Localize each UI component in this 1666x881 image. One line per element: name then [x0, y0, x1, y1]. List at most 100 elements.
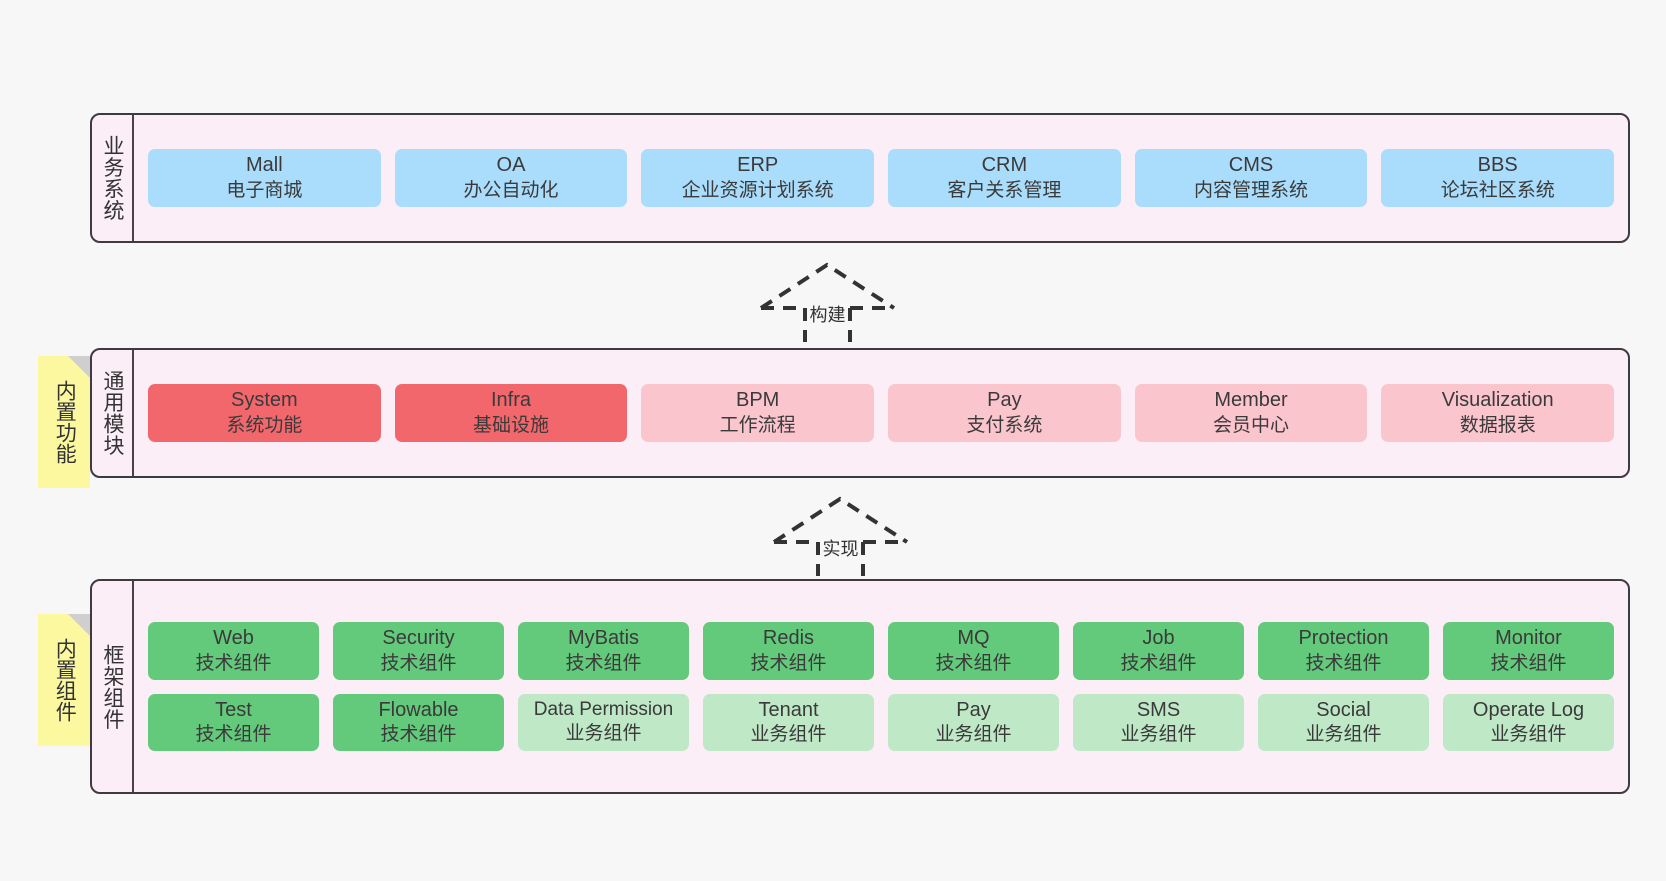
note-label: 内置功能	[53, 380, 77, 464]
module-card-security[interactable]: Security 技术组件	[333, 622, 504, 680]
card-subtitle: 系统功能	[226, 414, 303, 436]
module-card-pay-business[interactable]: Pay 业务组件	[888, 693, 1059, 751]
module-card-bbs[interactable]: BBS 论坛社区系统	[1381, 149, 1615, 207]
card-subtitle: 技术组件	[935, 652, 1012, 674]
card-title: Pay	[956, 698, 991, 721]
card-subtitle: 技术组件	[1120, 652, 1197, 674]
card-title: Data Permission	[533, 699, 674, 721]
module-card-visualization[interactable]: Visualization 数据报表	[1381, 384, 1615, 442]
layer-label-common-modules: 通用模块	[92, 350, 134, 476]
layer-framework-components: 框架组件 Web 技术组件 Security 技术组件 MyBatis 技术组件…	[90, 579, 1630, 794]
card-title: CMS	[1228, 154, 1274, 177]
connector-build: 构建	[755, 259, 900, 344]
card-title: MyBatis	[567, 627, 640, 650]
card-subtitle: 业务组件	[565, 723, 642, 745]
card-title: CRM	[981, 154, 1028, 177]
card-row: Test 技术组件 Flowable 技术组件 Data Permission …	[148, 693, 1614, 751]
card-subtitle: 内容管理系统	[1194, 179, 1309, 201]
connector-implement: 实现	[768, 493, 913, 578]
card-title: System	[230, 389, 298, 412]
module-card-social[interactable]: Social 业务组件	[1258, 693, 1429, 751]
card-row: Web 技术组件 Security 技术组件 MyBatis 技术组件 Redi…	[148, 622, 1614, 680]
note-builtin-components: 内置组件	[38, 614, 90, 746]
card-subtitle: 技术组件	[195, 652, 272, 674]
card-subtitle: 基础设施	[473, 414, 550, 436]
card-title: Member	[1214, 389, 1288, 412]
card-subtitle: 技术组件	[1490, 652, 1567, 674]
module-card-cms[interactable]: CMS 内容管理系统	[1134, 149, 1368, 207]
card-title: Web	[213, 627, 254, 650]
module-card-member[interactable]: Member 会员中心	[1134, 384, 1368, 442]
card-subtitle: 会员中心	[1213, 414, 1290, 436]
card-title: Job	[1142, 627, 1175, 650]
module-card-test[interactable]: Test 技术组件	[148, 693, 319, 751]
layer-business-systems: 业务系统 Mall 电子商城 OA 办公自动化 ERP 企业资源计划系统 CRM…	[90, 113, 1630, 243]
note-fold-corner-icon	[68, 614, 90, 636]
card-title: Security	[382, 627, 455, 650]
module-card-infra[interactable]: Infra 基础设施	[394, 384, 628, 442]
card-title: Flowable	[378, 698, 459, 721]
card-subtitle: 技术组件	[195, 723, 272, 745]
connector-build-label: 构建	[809, 305, 846, 325]
module-card-redis[interactable]: Redis 技术组件	[703, 622, 874, 680]
module-card-monitor[interactable]: Monitor 技术组件	[1443, 622, 1614, 680]
card-title: BPM	[736, 389, 780, 412]
card-row: Mall 电子商城 OA 办公自动化 ERP 企业资源计划系统 CRM 客户关系…	[148, 149, 1615, 207]
card-title: SMS	[1136, 698, 1181, 721]
module-card-job[interactable]: Job 技术组件	[1073, 622, 1244, 680]
module-card-tenant[interactable]: Tenant 业务组件	[703, 693, 874, 751]
note-label: 内置组件	[53, 638, 77, 722]
layer-common-modules: 通用模块 System 系统功能 Infra 基础设施 BPM 工作流程 Pay…	[90, 348, 1630, 478]
card-subtitle: 办公自动化	[463, 179, 559, 201]
module-card-data-permission[interactable]: Data Permission 业务组件	[518, 693, 689, 751]
module-card-crm[interactable]: CRM 客户关系管理	[888, 149, 1121, 207]
card-subtitle: 业务组件	[1490, 723, 1567, 745]
card-title: OA	[496, 154, 526, 177]
card-subtitle: 技术组件	[565, 652, 642, 674]
layer-body-business-systems: Mall 电子商城 OA 办公自动化 ERP 企业资源计划系统 CRM 客户关系…	[134, 115, 1628, 241]
card-subtitle: 业务组件	[750, 723, 827, 745]
note-builtin-features: 内置功能	[38, 356, 90, 488]
card-subtitle: 电子商城	[226, 179, 303, 201]
card-subtitle: 数据报表	[1459, 414, 1536, 436]
card-subtitle: 企业资源计划系统	[681, 179, 834, 201]
card-subtitle: 技术组件	[750, 652, 827, 674]
arrow-head-outline	[772, 496, 909, 544]
card-row: System 系统功能 Infra 基础设施 BPM 工作流程 Pay 支付系统…	[148, 384, 1615, 442]
card-subtitle: 论坛社区系统	[1440, 179, 1555, 201]
module-card-protection[interactable]: Protection 技术组件	[1258, 622, 1429, 680]
module-card-erp[interactable]: ERP 企业资源计划系统	[641, 149, 875, 207]
card-subtitle: 业务组件	[1305, 723, 1382, 745]
layer-body-common-modules: System 系统功能 Infra 基础设施 BPM 工作流程 Pay 支付系统…	[134, 350, 1628, 476]
card-title: Infra	[490, 389, 532, 412]
card-subtitle: 技术组件	[380, 652, 457, 674]
card-subtitle: 支付系统	[966, 414, 1043, 436]
module-card-bpm[interactable]: BPM 工作流程	[641, 384, 875, 442]
module-card-oa[interactable]: OA 办公自动化	[394, 149, 628, 207]
card-title: Visualization	[1441, 389, 1554, 412]
card-title: Monitor	[1495, 627, 1562, 650]
card-subtitle: 客户关系管理	[947, 179, 1062, 201]
module-card-flowable[interactable]: Flowable 技术组件	[333, 693, 504, 751]
module-card-mq[interactable]: MQ 技术组件	[888, 622, 1059, 680]
module-card-pay[interactable]: Pay 支付系统	[888, 384, 1121, 442]
card-title: Tenant	[758, 698, 819, 721]
module-card-mall[interactable]: Mall 电子商城	[148, 149, 381, 207]
arrow-head-outline	[759, 262, 896, 310]
module-card-mybatis[interactable]: MyBatis 技术组件	[518, 622, 689, 680]
card-title: Social	[1316, 698, 1371, 721]
layer-label-business-systems: 业务系统	[92, 115, 134, 241]
connector-implement-label: 实现	[822, 539, 859, 559]
module-card-web[interactable]: Web 技术组件	[148, 622, 319, 680]
layer-label-framework-components: 框架组件	[92, 581, 134, 792]
module-card-system[interactable]: System 系统功能	[148, 384, 381, 442]
layer-body-framework-components: Web 技术组件 Security 技术组件 MyBatis 技术组件 Redi…	[134, 581, 1628, 792]
card-subtitle: 工作流程	[719, 414, 796, 436]
card-title: Test	[215, 698, 252, 721]
module-card-operate-log[interactable]: Operate Log 业务组件	[1443, 693, 1614, 751]
card-title: MQ	[957, 627, 990, 650]
card-subtitle: 技术组件	[1305, 652, 1382, 674]
module-card-sms[interactable]: SMS 业务组件	[1073, 693, 1244, 751]
card-subtitle: 业务组件	[935, 723, 1012, 745]
